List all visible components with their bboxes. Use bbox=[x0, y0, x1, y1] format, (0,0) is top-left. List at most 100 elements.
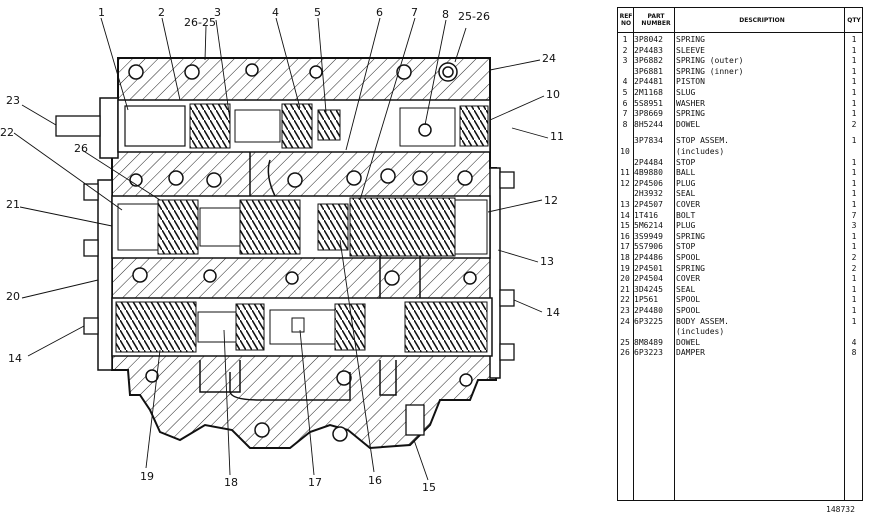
qty-cell: 1 bbox=[851, 56, 857, 66]
column-divider bbox=[844, 8, 845, 500]
qty-cell: 1 bbox=[851, 189, 857, 199]
callout-label: 18 bbox=[224, 476, 238, 489]
callout-label: 20 bbox=[6, 290, 20, 303]
ref-no-cell: 25 bbox=[620, 337, 630, 347]
ref-no-cell: 19 bbox=[620, 263, 630, 273]
description-cell: SPOOL bbox=[676, 295, 701, 305]
description-cell: DAMPER bbox=[676, 348, 705, 358]
description-cell: SPRING bbox=[676, 231, 705, 241]
ref-no-cell: 16 bbox=[620, 231, 630, 241]
part-number-cell: 3P7834 bbox=[634, 136, 663, 146]
valve-cross-section-diagram: 1 2 26-25 3 4 5 6 7 8 25-26 24 23 10 11 … bbox=[0, 6, 564, 494]
qty-cell: 1 bbox=[851, 98, 857, 108]
header-qty: QTY bbox=[847, 17, 861, 24]
qty-cell: 1 bbox=[851, 109, 857, 119]
part-number-cell: 2M1168 bbox=[634, 88, 663, 97]
qty-cell: 2 bbox=[851, 263, 857, 273]
column-divider bbox=[633, 8, 634, 500]
description-cell: PLUG bbox=[676, 178, 696, 188]
qty-cell: 1 bbox=[851, 274, 857, 284]
part-number-cell: 5M6214 bbox=[634, 221, 663, 231]
ref-no-cell: 26 bbox=[620, 348, 630, 358]
description-cell: BALL bbox=[676, 168, 696, 178]
part-number-cell: 2P4501 bbox=[634, 263, 663, 273]
qty-cell: 1 bbox=[851, 242, 857, 252]
table-row: 10 (includes) bbox=[618, 147, 862, 157]
part-number-cell: 4B9880 bbox=[634, 168, 663, 178]
description-cell: SPRING bbox=[676, 109, 705, 119]
description-cell: BODY ASSEM. bbox=[676, 316, 729, 326]
callout-label: 7 bbox=[411, 6, 418, 19]
description-cell: SEAL bbox=[676, 189, 696, 199]
ref-no-cell: 12 bbox=[620, 178, 630, 188]
ref-no-cell: 11 bbox=[620, 168, 630, 178]
callout-label: 25-26 bbox=[458, 10, 490, 23]
description-cell: STOP ASSEM. bbox=[676, 136, 729, 146]
callout-label: 14 bbox=[546, 306, 560, 319]
bolts bbox=[55, 115, 515, 436]
part-number-cell: 6P3225 bbox=[634, 316, 663, 326]
description-cell: STOP bbox=[676, 242, 696, 252]
description-cell: PISTON bbox=[676, 77, 705, 87]
table-header: REF NO PART NUMBER DESCRIPTION QTY bbox=[618, 8, 862, 33]
part-number-cell: 3S9949 bbox=[634, 231, 663, 241]
table-row: 12 2P4506 PLUG 1 bbox=[618, 179, 862, 189]
ref-no-cell: 2 bbox=[622, 45, 628, 55]
qty-cell: 2 bbox=[851, 119, 857, 129]
ref-no-cell: 17 bbox=[620, 242, 630, 252]
qty-cell: 1 bbox=[851, 35, 857, 44]
part-number-cell: 3D4245 bbox=[634, 284, 663, 294]
part-number-cell: 2P4504 bbox=[634, 274, 663, 284]
qty-cell: 1 bbox=[851, 316, 857, 326]
qty-cell: 8 bbox=[851, 348, 857, 358]
description-cell: SLUG bbox=[676, 88, 696, 97]
bore-upper bbox=[117, 99, 491, 153]
description-cell: SLEEVE bbox=[676, 45, 705, 55]
ref-no-cell: 3 bbox=[622, 56, 628, 66]
part-number-cell: 8H5244 bbox=[634, 119, 663, 129]
part-number-cell: 3P6881 bbox=[634, 66, 663, 76]
qty-cell: 1 bbox=[851, 295, 857, 305]
part-number-cell: 3P8042 bbox=[634, 35, 663, 44]
header-part-number: PART NUMBER bbox=[641, 13, 671, 27]
callout-label: 17 bbox=[308, 476, 322, 489]
callout-label: 3 bbox=[214, 6, 221, 19]
part-number-cell: 2P4506 bbox=[634, 178, 663, 188]
ref-no-cell: 13 bbox=[620, 200, 630, 209]
callout-label: 19 bbox=[140, 470, 154, 483]
ref-no-cell: 8 bbox=[622, 119, 628, 129]
qty-cell: 1 bbox=[851, 178, 857, 188]
callout-label: 11 bbox=[550, 130, 564, 143]
column-divider bbox=[674, 8, 675, 500]
header-description: DESCRIPTION bbox=[739, 17, 785, 24]
bore-lower bbox=[111, 297, 493, 357]
part-number-cell: 3P6882 bbox=[634, 56, 663, 66]
description-cell: DOWEL bbox=[676, 337, 701, 347]
description-cell: STOP bbox=[676, 157, 696, 167]
description-cell: BOLT bbox=[676, 210, 696, 220]
ref-no-cell: 20 bbox=[620, 274, 630, 284]
description-cell: SPOOL bbox=[676, 253, 701, 262]
callout-label: 13 bbox=[540, 255, 554, 268]
part-number-cell: 2P4483 bbox=[634, 45, 663, 55]
qty-cell: 1 bbox=[851, 306, 857, 315]
ref-no-cell: 5 bbox=[622, 88, 628, 97]
ref-no-cell: 21 bbox=[620, 284, 630, 294]
ref-no-cell: 22 bbox=[620, 295, 630, 305]
part-number-cell: 2H3932 bbox=[634, 189, 663, 199]
ref-no-cell: 24 bbox=[620, 316, 630, 326]
figure-number: 148732 bbox=[826, 505, 855, 514]
callout-label: 4 bbox=[272, 6, 279, 19]
